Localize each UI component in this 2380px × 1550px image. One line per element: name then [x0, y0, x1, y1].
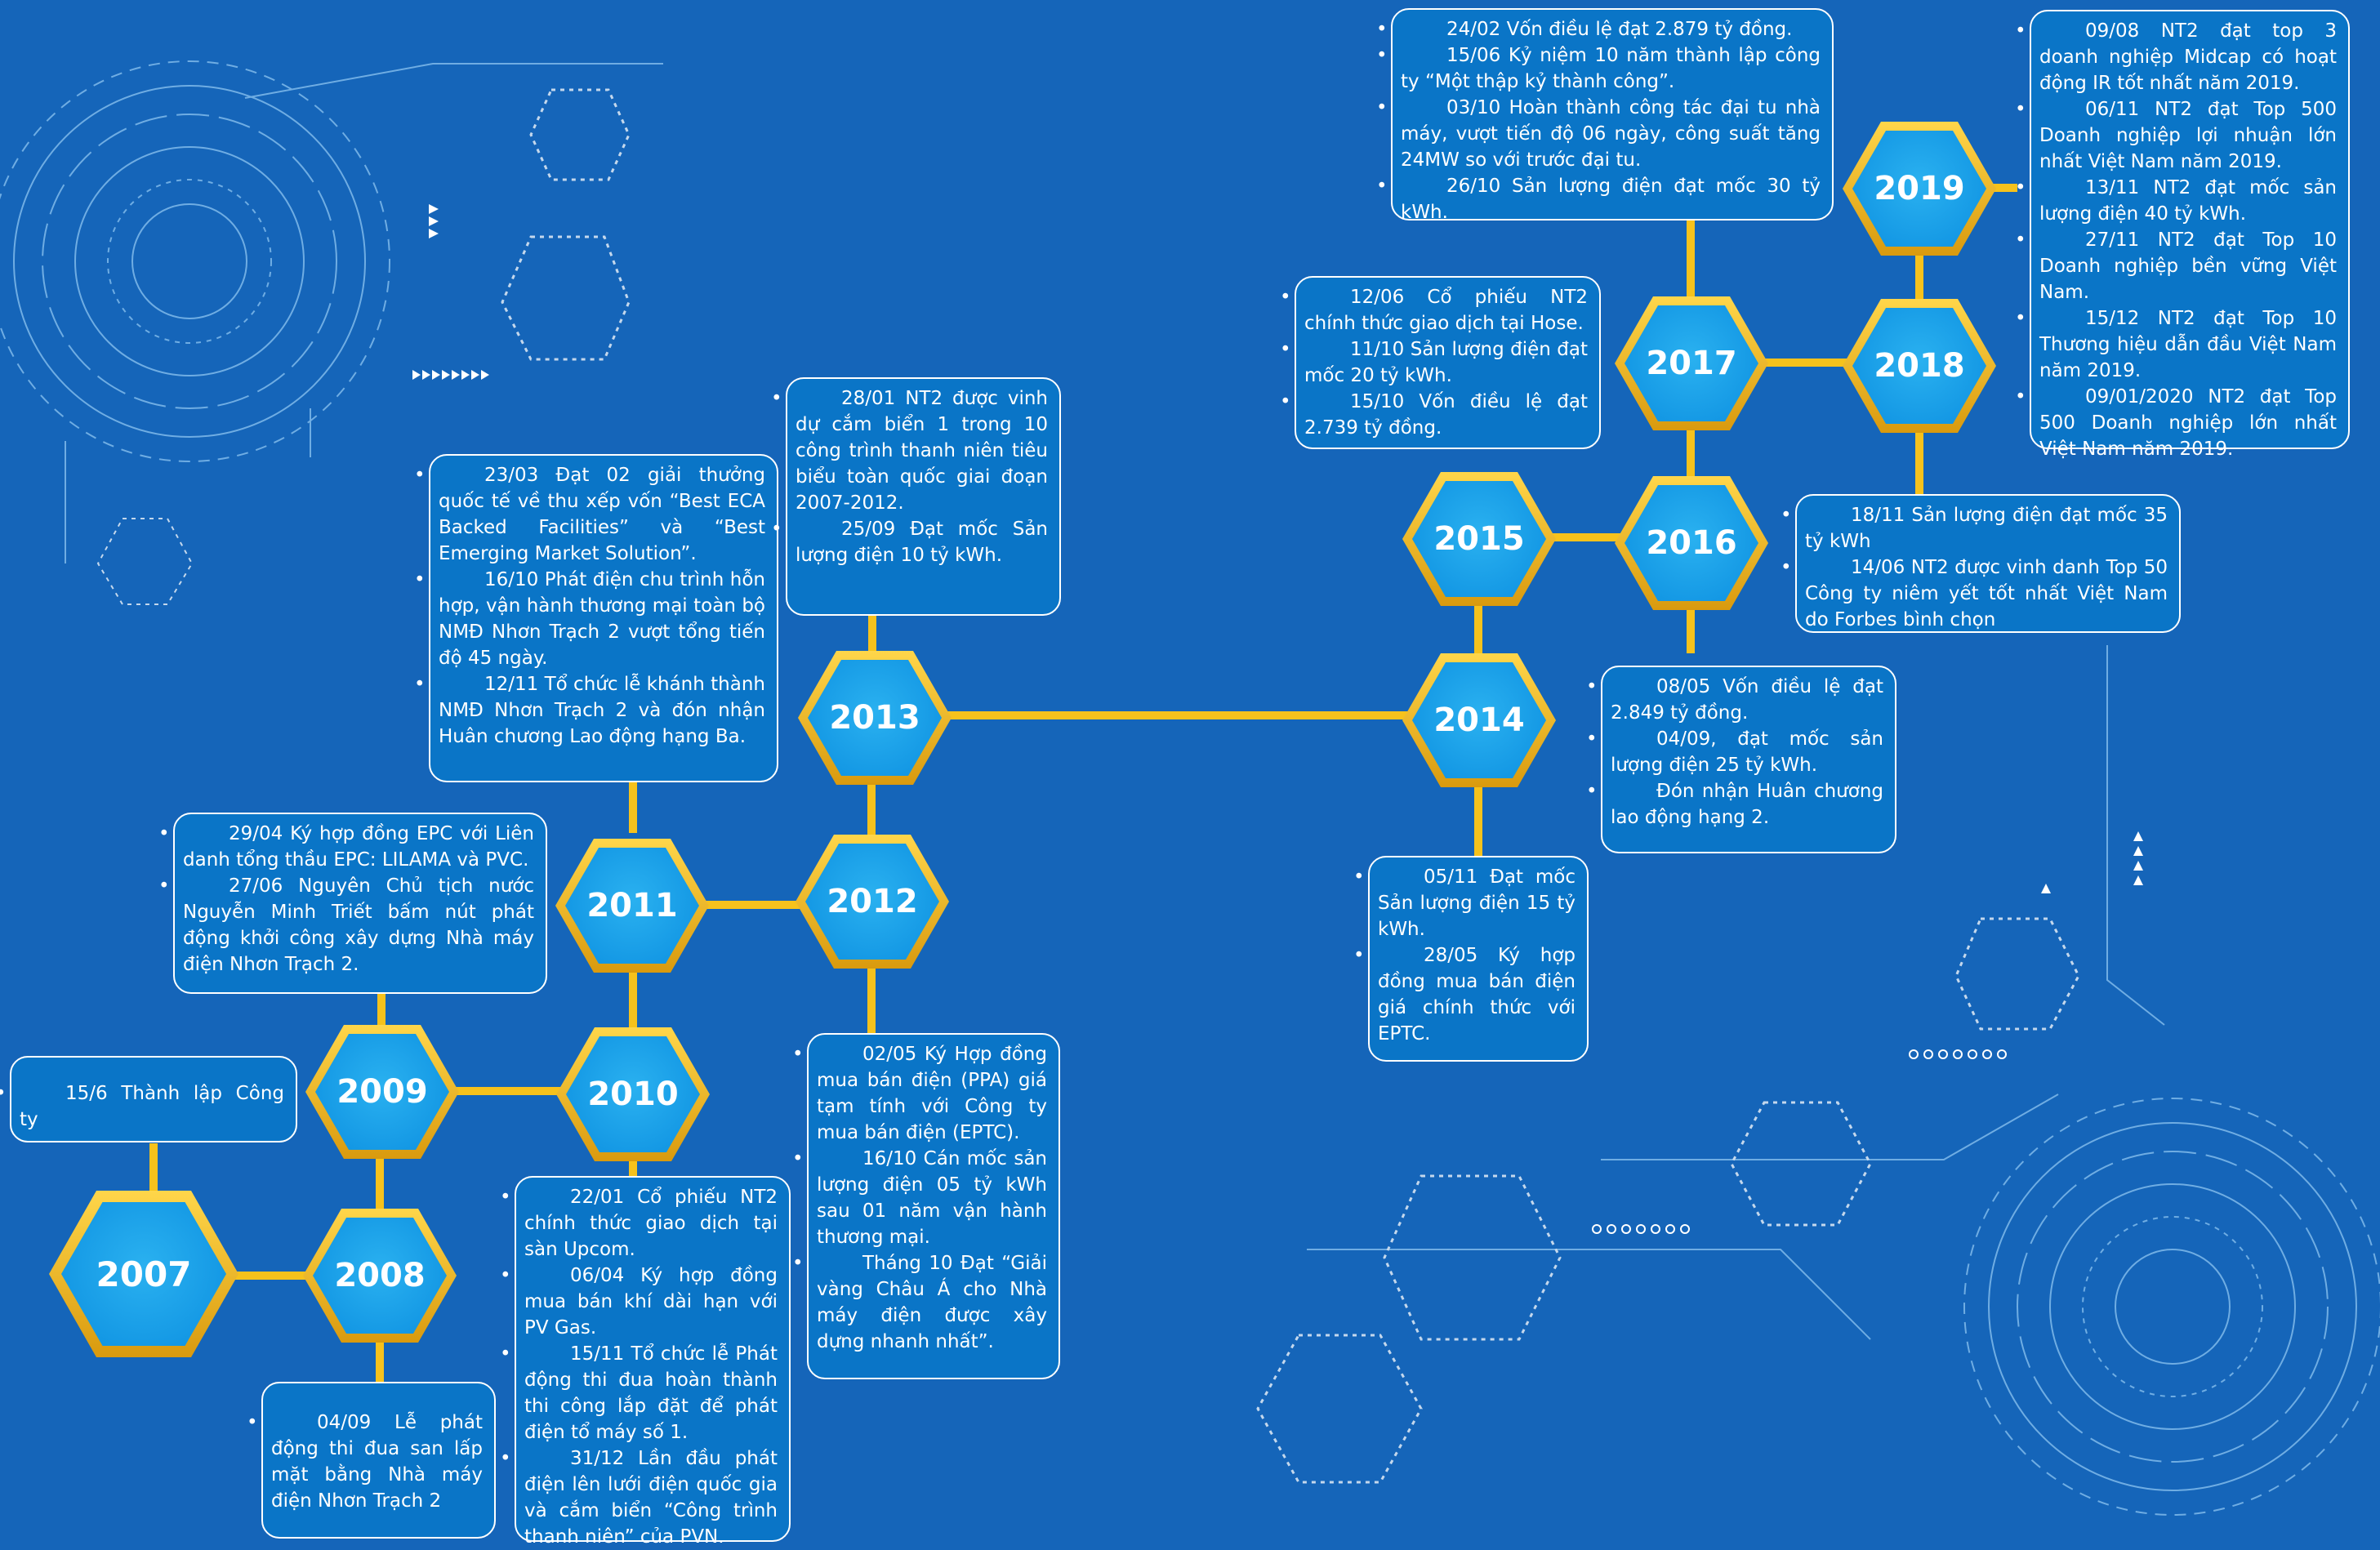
milestone-card-2019: 09/08 NT2 đạt top 3 doanh nghiệp Midcap …: [2015, 10, 2350, 460]
year-label-2015: 2015: [1433, 520, 1525, 558]
year-label-2008: 2008: [334, 1257, 426, 1294]
milestone-card-2008: 04/09 Lễ phát động thi đua san lấp mặt b…: [247, 1382, 496, 1539]
year-label-2014: 2014: [1433, 702, 1525, 739]
milestone-item: 02/05 Ký Hợp đồng mua bán điện (PPA) giá…: [792, 1041, 1047, 1146]
milestone-card-2012: 02/05 Ký Hợp đồng mua bán điện (PPA) giá…: [792, 1033, 1060, 1379]
year-label-2009: 2009: [336, 1073, 428, 1111]
milestone-item: 15/11 Tổ chức lễ Phát động thi đua hoàn …: [500, 1341, 778, 1445]
milestone-item: 24/02 Vốn điều lệ đạt 2.879 tỷ đồng.: [1376, 16, 1821, 42]
year-hex-2013: 2013: [798, 651, 952, 785]
milestone-item: 08/05 Vốn điều lệ đạt 2.849 tỷ đồng.: [1586, 674, 1883, 726]
milestone-item: 13/11 NT2 đạt mốc sản lượng điện 40 tỷ k…: [2015, 175, 2337, 227]
milestone-item: 29/04 Ký hợp đồng EPC với Liên danh tổng…: [158, 821, 534, 873]
milestone-card-2014: 05/11 Đạt mốc Sản lượng điện 15 tỷ kWh. …: [1353, 856, 1589, 1062]
milestone-item: 06/11 NT2 đạt Top 500 Doanh nghiệp lợi n…: [2015, 96, 2337, 175]
milestone-item: 09/08 NT2 đạt top 3 doanh nghiệp Midcap …: [2015, 18, 2337, 96]
year-label-2017: 2017: [1646, 345, 1737, 382]
year-hex-2010: 2010: [556, 1027, 710, 1161]
year-hex-2009: 2009: [305, 1025, 459, 1159]
year-hex-2012: 2012: [796, 835, 949, 969]
milestone-item: 14/06 NT2 được vinh danh Top 50 Công ty …: [1781, 555, 2168, 633]
milestone-item: 27/06 Nguyên Chủ tịch nước Nguyễn Minh T…: [158, 873, 534, 978]
year-hex-2007: 2007: [49, 1191, 238, 1357]
year-hex-2019: 2019: [1843, 122, 1996, 256]
milestone-item: 05/11 Đạt mốc Sản lượng điện 15 tỷ kWh.: [1353, 864, 1576, 942]
year-label-2013: 2013: [829, 699, 920, 737]
year-label-2011: 2011: [586, 887, 678, 924]
year-hex-2017: 2017: [1615, 296, 1768, 430]
milestone-item: 23/03 Đạt 02 giải thưởng quốc tế về thu …: [414, 462, 765, 567]
year-hex-2016: 2016: [1615, 476, 1768, 610]
milestone-item: 15/06 Kỷ niệm 10 năm thành lập công ty “…: [1376, 42, 1821, 95]
milestone-card-2010: 22/01 Cổ phiếu NT2 chính thức giao dịch …: [500, 1176, 791, 1548]
milestone-card-2016: 08/05 Vốn điều lệ đạt 2.849 tỷ đồng. 04/…: [1586, 666, 1896, 853]
milestone-item: 28/01 NT2 được vinh dự cắm biển 1 trong …: [771, 385, 1048, 516]
year-label-2012: 2012: [827, 883, 918, 920]
milestone-item: 12/11 Tổ chức lễ khánh thành NMĐ Nhơn Tr…: [414, 671, 765, 750]
milestone-item: 18/11 Sản lượng điện đạt mốc 35 tỷ kWh: [1781, 502, 2168, 555]
year-hex-2011: 2011: [555, 839, 709, 973]
milestone-item: 06/04 Ký hợp đồng mua bán khí dài hạn vớ…: [500, 1263, 778, 1341]
year-hex-2018: 2018: [1843, 299, 1996, 433]
milestone-item: 15/12 NT2 đạt Top 10 Thương hiệu dẫn đầu…: [2015, 305, 2337, 384]
milestone-item: 15/6 Thành lập Công ty: [0, 1080, 284, 1133]
milestone-item: 28/05 Ký hợp đồng mua bán điện giá chính…: [1353, 942, 1576, 1047]
milestone-item: 09/01/2020 NT2 đạt Top 500 Doanh nghiệp …: [2015, 384, 2337, 462]
milestone-item: 22/01 Cổ phiếu NT2 chính thức giao dịch …: [500, 1184, 778, 1263]
milestone-item: 11/10 Sản lượng điện đạt mốc 20 tỷ kWh.: [1280, 336, 1588, 389]
year-label-2007: 2007: [96, 1254, 192, 1294]
year-hex-2014: 2014: [1402, 653, 1556, 787]
milestone-card-2017: 24/02 Vốn điều lệ đạt 2.879 tỷ đồng. 15/…: [1376, 8, 1834, 223]
milestone-card-2011: 23/03 Đạt 02 giải thưởng quốc tế về thu …: [414, 454, 778, 782]
milestone-item: 16/10 Cán mốc sản lượng điện 05 tỷ kWh s…: [792, 1146, 1047, 1250]
milestone-card-2009: 29/04 Ký hợp đồng EPC với Liên danh tổng…: [158, 813, 547, 994]
milestone-item: 31/12 Lần đầu phát điện lên lưới điện qu…: [500, 1445, 778, 1550]
milestone-item: 26/10 Sản lượng điện đạt mốc 30 tỷ kWh.: [1376, 173, 1821, 225]
milestone-item: 16/10 Phát điện chu trình hỗn hợp, vận h…: [414, 567, 765, 671]
milestone-item: 04/09 Lễ phát động thi đua san lấp mặt b…: [247, 1410, 483, 1514]
milestone-card-2015: 12/06 Cổ phiếu NT2 chính thức giao dịch …: [1280, 276, 1601, 449]
milestone-card-2007: 15/6 Thành lập Công ty: [0, 1056, 297, 1142]
milestone-item: 03/10 Hoàn thành công tác đại tu nhà máy…: [1376, 95, 1821, 173]
milestone-item: 12/06 Cổ phiếu NT2 chính thức giao dịch …: [1280, 284, 1588, 336]
milestone-item: Đón nhận Huân chương lao động hạng 2.: [1586, 778, 1883, 831]
year-label-2019: 2019: [1874, 170, 1965, 207]
milestone-item: 04/09, đạt mốc sản lượng điện 25 tỷ kWh.: [1586, 726, 1883, 778]
year-label-2016: 2016: [1646, 524, 1737, 562]
year-hex-2015: 2015: [1402, 472, 1556, 606]
milestone-card-2013: 28/01 NT2 được vinh dự cắm biển 1 trong …: [771, 377, 1061, 616]
year-label-2018: 2018: [1874, 347, 1965, 385]
milestone-item: Tháng 10 Đạt “Giải vàng Châu Á cho Nhà m…: [792, 1250, 1047, 1355]
year-label-2010: 2010: [587, 1076, 679, 1113]
milestone-item: 25/09 Đạt mốc Sản lượng điện 10 tỷ kWh.: [771, 516, 1048, 568]
year-hex-2008: 2008: [303, 1209, 457, 1343]
milestone-item: 15/10 Vốn điều lệ đạt 2.739 tỷ đồng.: [1280, 389, 1588, 441]
milestone-item: 27/11 NT2 đạt Top 10 Doanh nghiệp bền vữ…: [2015, 227, 2337, 305]
milestone-card-2018: 18/11 Sản lượng điện đạt mốc 35 tỷ kWh 1…: [1781, 494, 2181, 633]
